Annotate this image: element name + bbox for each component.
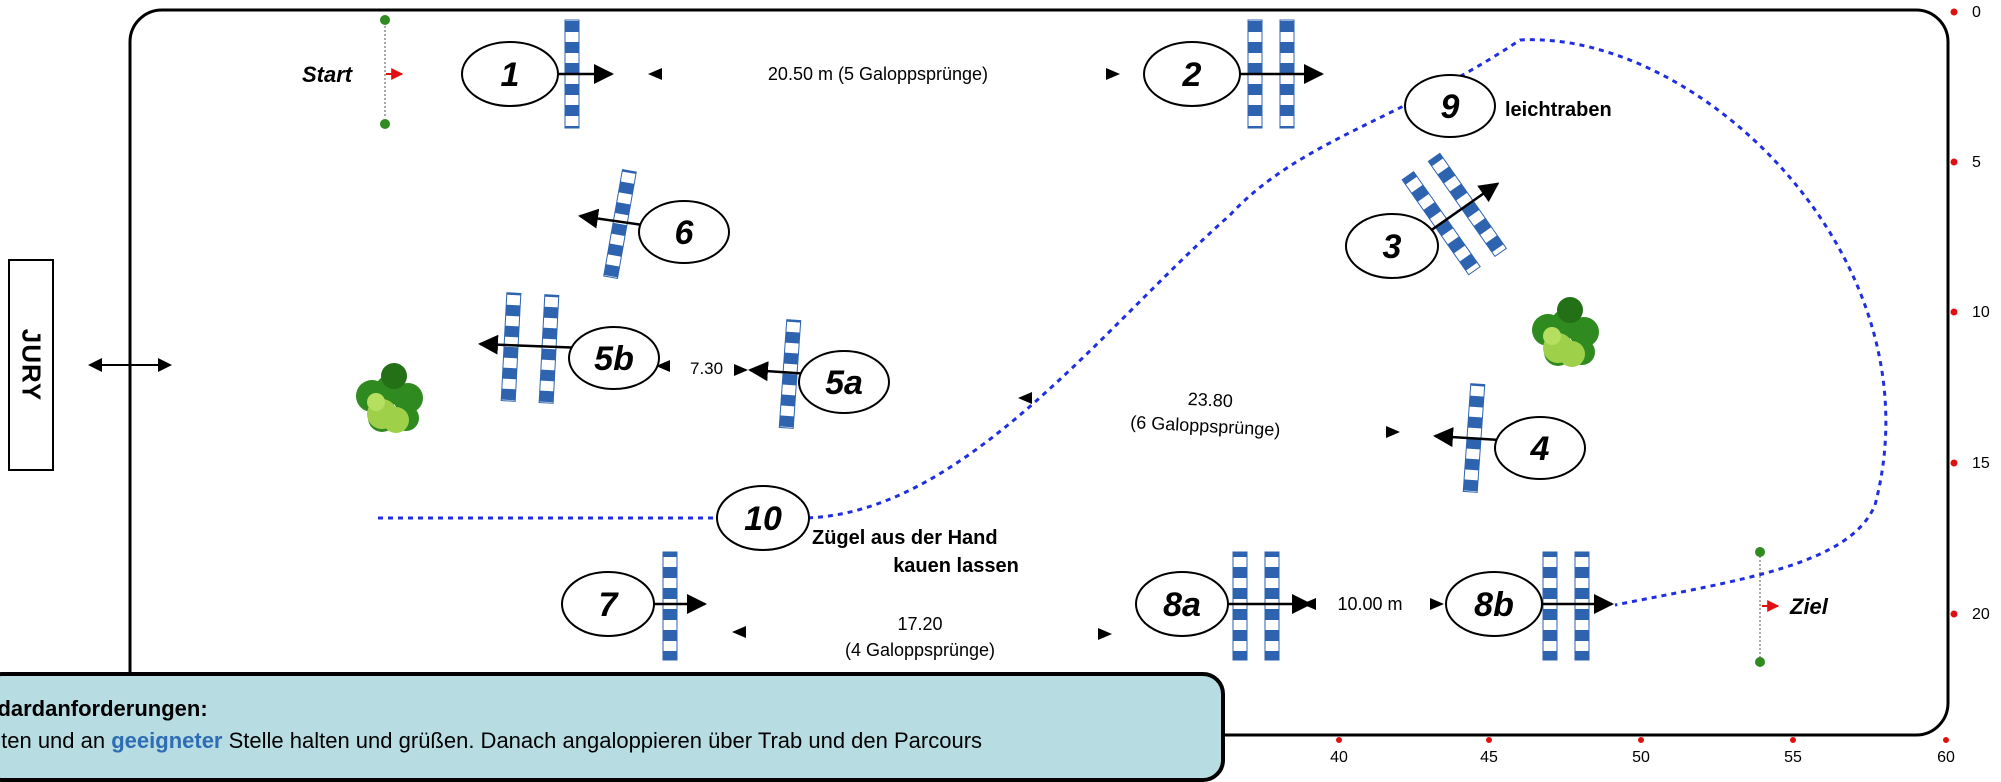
- scale-bottom-55: 55: [1784, 749, 1802, 764]
- panel-title: ndardanforderungen:: [0, 696, 208, 721]
- riding-path: [378, 38, 1888, 607]
- finish-line: Ziel: [1755, 547, 1829, 667]
- obstacle-2-number: 2: [1182, 56, 1202, 94]
- obstacle-9: 9 leichtraben: [1404, 74, 1612, 138]
- obstacle-7-number: 7: [599, 586, 620, 624]
- scale-bottom-60: 60: [1937, 749, 1955, 764]
- course-diagram: 0 5 10 15 20 10 15 20 25 30 35 40 45 50 …: [88, 4, 1990, 764]
- obstacle-6-number: 6: [675, 214, 695, 252]
- obstacle-4: 4: [1433, 383, 1586, 493]
- panel-text-after: Stelle halten und grüßen. Danach angalop…: [222, 728, 983, 753]
- scale-right-5: 5: [1972, 154, 1981, 171]
- start-label: Start: [302, 62, 354, 87]
- obstacle-10-number: 10: [744, 500, 782, 538]
- obstacle-3-number: 3: [1383, 228, 1402, 266]
- obstacle-1-number: 1: [501, 56, 520, 94]
- distance-3-4-value: 23.80: [1187, 389, 1233, 411]
- obstacle-5a-number: 5a: [825, 364, 863, 402]
- obstacle-5b: 5b: [478, 292, 660, 404]
- scale-right-20: 20: [1972, 606, 1990, 623]
- distance-3-4: 23.80 (6 Galoppsprünge): [1018, 389, 1400, 440]
- distance-3-4-strides: (6 Galoppsprünge): [1130, 412, 1281, 440]
- obstacle-5b-number: 5b: [594, 340, 634, 378]
- obstacle-8a: 8a: [1135, 551, 1312, 661]
- distance-7-8-strides: (4 Galoppsprünge): [845, 640, 995, 660]
- distance-7-8-value: 17.20: [897, 614, 942, 634]
- obstacle-8b-number: 8b: [1474, 586, 1514, 624]
- bush-left: [356, 363, 423, 433]
- distance-1-2-label: 20.50 m (5 Galoppsprünge): [768, 64, 988, 84]
- requirements-panel: ndardanforderungen: eiten und an geeigne…: [0, 672, 1225, 782]
- obstacle-3: 3: [1345, 152, 1508, 279]
- jury-box: JURY: [8, 259, 54, 471]
- distance-5-label: 7.30: [690, 359, 723, 378]
- obstacle-2: 2: [1143, 19, 1324, 129]
- panel-text: eiten und an geeigneter Stelle halten un…: [0, 728, 982, 754]
- obstacle-8b: 8b: [1445, 551, 1614, 661]
- obstacle-5a: 5a: [748, 319, 890, 429]
- note-zuegel-line2: kauen lassen: [893, 555, 1019, 577]
- note-leichtraben: leichtraben: [1505, 99, 1612, 121]
- obstacle-7: 7: [561, 551, 707, 661]
- note-zuegel-line1: Zügel aus der Hand: [812, 527, 998, 549]
- distance-1-2: 20.50 m (5 Galoppsprünge): [648, 64, 1120, 84]
- ziel-label: Ziel: [1789, 594, 1829, 619]
- panel-text-before: eiten und an: [0, 728, 106, 753]
- obstacle-10: 10 Zügel aus der Hand kauen lassen: [716, 485, 1019, 577]
- distance-8: 10.00 m: [1302, 594, 1444, 614]
- distance-7-8: 17.20 (4 Galoppsprünge): [732, 614, 1112, 660]
- jury-label: JURY: [16, 328, 47, 402]
- scale-bottom-50: 50: [1632, 749, 1650, 764]
- scale-bottom-45: 45: [1480, 749, 1498, 764]
- scale-bottom-40: 40: [1330, 749, 1348, 764]
- obstacle-4-number: 4: [1530, 430, 1550, 468]
- scale-right-0: 0: [1972, 4, 1981, 21]
- jury-arrow: [88, 358, 172, 372]
- bush-right: [1532, 297, 1599, 367]
- scale-right-10: 10: [1972, 304, 1990, 321]
- distance-8-label: 10.00 m: [1337, 594, 1402, 614]
- obstacle-9-number: 9: [1441, 88, 1460, 126]
- scale-right-15: 15: [1972, 455, 1990, 472]
- right-scale: 0 5 10 15 20: [1950, 4, 1990, 623]
- obstacle-1: 1: [461, 19, 614, 129]
- obstacle-8a-number: 8a: [1163, 586, 1201, 624]
- distance-5: 7.30: [656, 359, 748, 378]
- obstacle-6: 6: [578, 169, 730, 279]
- panel-text-highlight: geeigneter: [111, 728, 223, 753]
- start-line: Start: [302, 15, 404, 129]
